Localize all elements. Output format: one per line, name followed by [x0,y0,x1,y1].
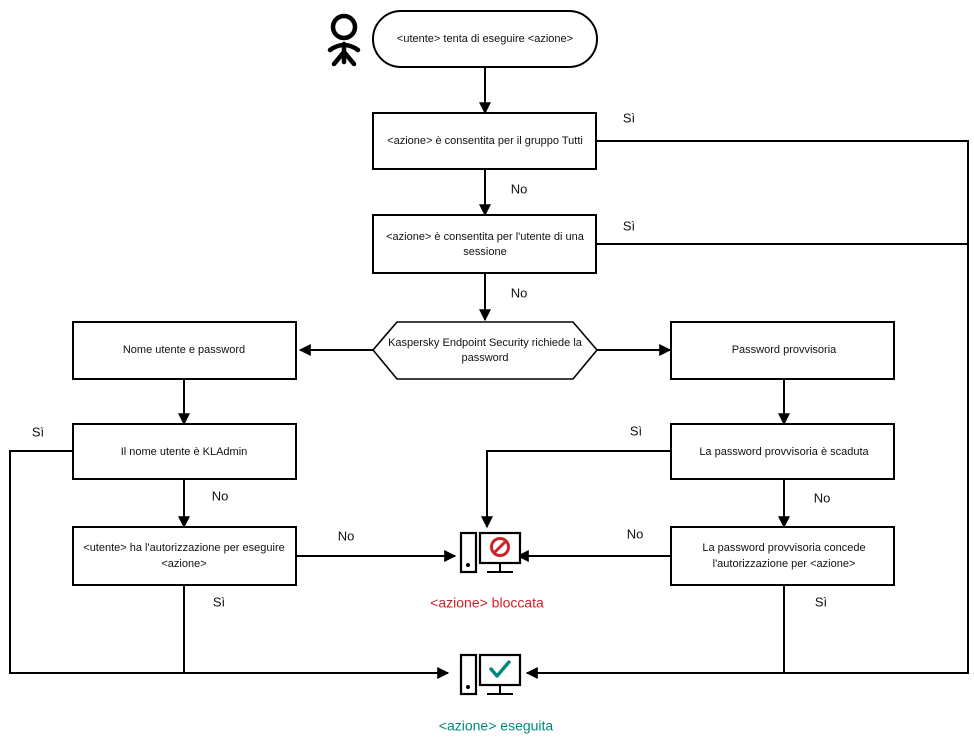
monitor-check-icon [459,653,522,696]
edge-label-expired-no: No [814,490,831,505]
node-kes-requires-password: Kaspersky Endpoint Security richiede la … [371,321,599,380]
node-temp-password: Password provvisoria [670,321,895,380]
node-temp-password-grants-label-1: La password provvisoria concede [702,542,865,554]
monitor-blocked-icon [459,531,522,574]
edge-expired-yes-to-blocked [481,450,671,529]
node-user-has-permission: <utente> ha l'autorizzazione per eseguir… [72,526,297,586]
blocked-caption: <azione> bloccata [430,595,544,611]
edge-label-permission-no: No [338,528,355,543]
edge-label-kladmin-yes: Sì [32,424,44,439]
node-username-is-kladmin-label: Il nome utente è KLAdmin [121,446,248,458]
node-username-password: Nome utente e password [72,321,297,380]
node-user-has-permission-label-1: <utente> ha l'autorizzazione per eseguir… [83,542,284,554]
connectors [9,67,969,679]
edge-label-expired-yes: Sì [630,423,642,438]
edge-label-session-yes: Sì [623,218,635,233]
node-username-is-kladmin: Il nome utente è KLAdmin [72,423,297,480]
edge-label-session-no: No [511,285,528,300]
edge-label-kladmin-no: No [212,488,229,503]
node-allowed-session-label-2: sessione [463,246,506,258]
executed-caption: <azione> eseguita [439,718,554,734]
edge-labels: Sì No Sì No Sì No Sì No No No Sì Sì [32,110,830,609]
edge-group-yes-to-executed [525,140,969,679]
node-hex-label-2: password [461,352,508,364]
node-allowed-group: <azione> è consentita per il gruppo Tutt… [372,112,597,170]
node-username-password-label: Nome utente e password [123,344,245,356]
node-temp-password-expired-label: La password provvisoria è scaduta [699,446,869,458]
node-start: <utente> tenta di eseguire <azione> [372,10,598,68]
node-allowed-session-label-1: <azione> è consentita per l'utente di un… [386,231,585,243]
node-temp-password-grants-label-2: l'autorizzazione per <azione> [713,558,856,570]
edge-label-group-yes: Sì [623,110,635,125]
edge-label-permission-yes: Sì [213,594,225,609]
node-temp-password-grants: La password provvisoria concede l'autori… [670,526,895,586]
edge-label-group-no: No [511,181,528,196]
node-temp-password-label: Password provvisoria [732,344,837,356]
node-user-has-permission-label-2: <azione> [161,558,206,570]
edge-kladmin-yes-to-executed [9,450,450,679]
node-allowed-session: <azione> è consentita per l'utente di un… [372,214,597,274]
node-start-label: <utente> tenta di eseguire <azione> [397,33,573,45]
node-hex-label-1: Kaspersky Endpoint Security richiede la [388,337,583,349]
edge-label-grants-yes: Sì [815,594,827,609]
node-allowed-group-label: <azione> è consentita per il gruppo Tutt… [387,135,583,147]
node-temp-password-expired: La password provvisoria è scaduta [670,423,895,480]
person-icon [327,13,361,67]
edge-label-grants-no: No [627,526,644,541]
